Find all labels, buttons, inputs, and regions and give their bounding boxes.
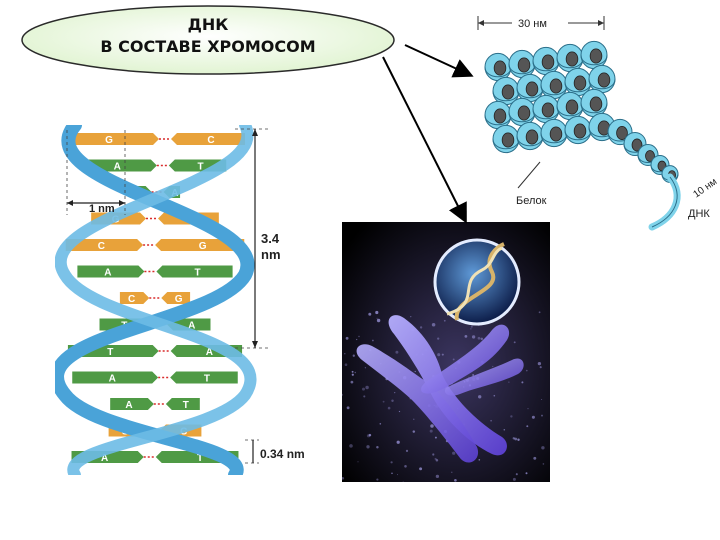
nucleosome	[532, 94, 560, 124]
backbone-strand-2	[55, 125, 257, 475]
title-line-2: В СОСТАВЕ ХРОМОСОМ	[100, 37, 316, 56]
base-right-block	[170, 371, 238, 384]
nucleosome	[580, 88, 608, 118]
base-left-letter: A	[114, 162, 121, 173]
rise-dimension: 0.34 nm	[245, 439, 305, 464]
nucleosome	[588, 64, 616, 94]
chromatin-fiber: 30 нм Белок 10 нм ДНК	[477, 16, 719, 231]
base-right-letter: T	[183, 400, 189, 411]
dna-label: ДНК	[688, 208, 710, 220]
fiber-width-dimension: 30 нм	[477, 16, 605, 30]
base-left-letter: A	[125, 400, 132, 411]
base-right-block	[156, 265, 233, 278]
base-right-block	[171, 133, 245, 145]
base-right-block	[155, 239, 245, 251]
base-right-letter: T	[194, 268, 200, 279]
base-left-block	[119, 292, 150, 304]
base-right-letter: T	[204, 374, 210, 385]
base-left-block	[110, 398, 154, 410]
base-left-block	[65, 133, 159, 145]
rise-label: 0.34 nm	[260, 447, 305, 461]
base-right-letter: G	[175, 294, 183, 305]
nucleosome	[564, 115, 592, 145]
dna-sphere-icon	[433, 238, 521, 326]
base-left-letter: T	[107, 347, 113, 358]
nucleosome	[532, 46, 560, 76]
title-text: ДНК В СОСТАВЕ ХРОМОСОМ	[18, 14, 398, 58]
base-right-letter: A	[206, 347, 213, 358]
protein-label: Белок	[516, 195, 547, 207]
arrow-to-fiber	[404, 44, 474, 78]
nucleosome	[556, 91, 584, 121]
base-left-letter: A	[101, 453, 108, 464]
fiber-width-label: 30 нм	[518, 18, 547, 30]
nucleosome	[508, 49, 536, 79]
nucleosome	[556, 43, 584, 73]
base-right-block	[161, 292, 191, 304]
base-left-letter: C	[128, 294, 135, 305]
nucleosome	[484, 52, 512, 82]
base-right-letter: T	[197, 453, 203, 464]
base-left-block	[65, 239, 144, 251]
nucleosome	[580, 40, 608, 70]
base-right-letter: G	[199, 241, 207, 252]
nucleosome	[516, 121, 544, 151]
base-right-letter: T	[198, 162, 204, 173]
title-bubble	[21, 5, 395, 75]
base-left-block	[72, 371, 159, 384]
pitch-label-value: 3.4	[261, 231, 280, 246]
base-right-letter: A	[188, 321, 195, 332]
chromosome-illustration	[342, 222, 550, 482]
width-dimension: 1 nm	[66, 130, 126, 215]
thin-fiber-label: 10 нм	[691, 176, 719, 200]
pitch-dimension: 3.4 nm	[235, 128, 281, 349]
nucleosome	[508, 97, 536, 127]
nucleosome	[540, 70, 568, 100]
width-label: 1 nm	[89, 203, 115, 215]
nucleosome	[492, 76, 520, 106]
base-right-letter: C	[207, 135, 214, 146]
base-left-letter: A	[109, 374, 116, 385]
pitch-label-unit: nm	[261, 247, 281, 262]
base-left-letter: C	[98, 241, 105, 252]
arrow-to-chromosome	[382, 56, 467, 224]
nucleosome	[540, 118, 568, 148]
base-right-block	[165, 398, 200, 410]
nucleosome	[484, 100, 512, 130]
nucleosome	[492, 124, 520, 154]
base-left-letter: G	[105, 135, 113, 146]
protein-pointer	[517, 161, 541, 189]
chromosome-shape	[356, 315, 524, 463]
title-line-1: ДНК	[187, 15, 229, 34]
base-left-block	[77, 265, 145, 278]
nucleosome-coils	[484, 40, 679, 183]
base-left-letter: A	[104, 268, 111, 279]
